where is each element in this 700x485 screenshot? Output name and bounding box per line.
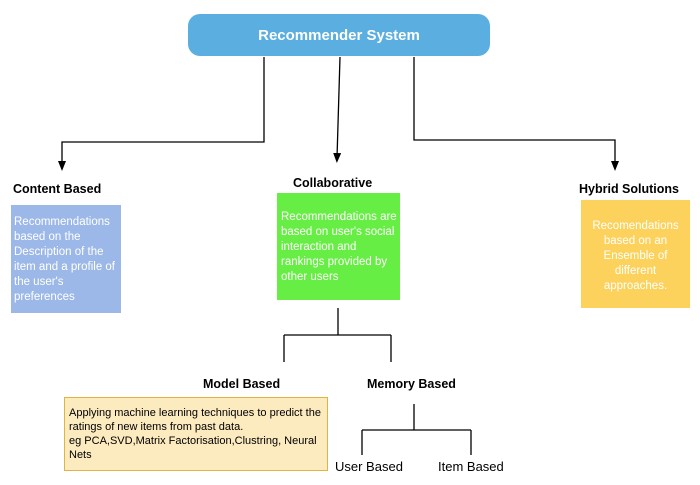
collaborative-split xyxy=(283,308,392,362)
arrow-to-content xyxy=(58,57,265,171)
arrow-to-collaborative xyxy=(333,56,342,163)
root-node: Recommender System xyxy=(188,14,490,56)
arrow-to-hybrid xyxy=(413,57,619,171)
hybrid-solutions-title: Hybrid Solutions xyxy=(579,182,679,196)
model-based-title: Model Based xyxy=(203,377,281,391)
content-based-box: Recommendations based on the Description… xyxy=(11,205,121,313)
model-based-description: Applying machine learning techniques to … xyxy=(69,407,321,461)
item-based-label: Item Based xyxy=(438,459,504,474)
memory-based-title: Memory Based xyxy=(367,377,456,391)
memory-split xyxy=(361,404,472,455)
model-based-box: Applying machine learning techniques to … xyxy=(64,397,328,471)
root-title: Recommender System xyxy=(258,26,420,44)
collaborative-box: Recommendations are based on user's soci… xyxy=(277,193,400,300)
collaborative-title: Collaborative xyxy=(293,176,373,190)
hybrid-solutions-box: Recomendations based on an Ensemble of d… xyxy=(581,200,690,308)
user-based-label: User Based xyxy=(335,459,403,474)
content-based-title: Content Based xyxy=(13,182,102,196)
